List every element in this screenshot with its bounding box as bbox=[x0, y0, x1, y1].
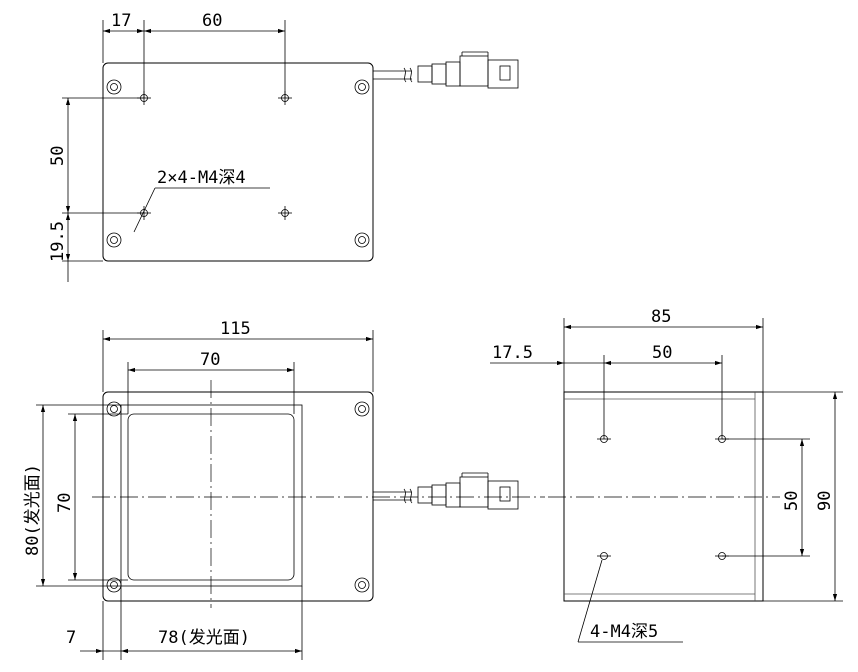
dim-70-horizontal: 70 bbox=[127, 350, 295, 414]
dim-50-side-label: 50 bbox=[652, 343, 672, 363]
dim-80-label: 80(发光面) bbox=[23, 464, 43, 556]
dim-115: 115 bbox=[102, 319, 374, 392]
dim-70-label: 70 bbox=[200, 350, 220, 370]
side-hole-callout-label: 4-M4深5 bbox=[590, 622, 658, 642]
dim-17-label: 17 bbox=[111, 11, 131, 31]
dim-80-vertical: 80(发光面) bbox=[23, 404, 121, 587]
dim-78-label: 78(发光面) bbox=[158, 628, 250, 648]
corner-hole-top-left bbox=[106, 79, 122, 95]
dim-17-5-50: 17.5 50 bbox=[490, 343, 723, 439]
hole-callout-label: 2×4-M4深4 bbox=[157, 168, 246, 188]
dim-7-label: 7 bbox=[66, 628, 76, 648]
dim-115-label: 115 bbox=[220, 319, 251, 339]
side-hole-3 bbox=[597, 552, 611, 560]
dim-19-5-label: 19.5 bbox=[48, 221, 68, 262]
dim-50-vertical-side-label: 50 bbox=[782, 491, 802, 511]
dim-90-label: 90 bbox=[815, 491, 835, 511]
corner-hole-bottom-right bbox=[354, 232, 370, 248]
dim-bottom: 7 78(发光面) bbox=[66, 586, 303, 660]
front-view-body bbox=[102, 391, 374, 602]
dim-17-5-label: 17.5 bbox=[492, 343, 533, 363]
dim-top-vertical: 50 19.5 bbox=[48, 97, 144, 282]
corner-hole-top-right bbox=[354, 79, 370, 95]
dim-70-vertical: 70 bbox=[55, 413, 128, 581]
dim-side-vertical-90: 90 bbox=[763, 391, 843, 602]
corner-hole-bottom-left bbox=[106, 232, 122, 248]
dim-50-label: 50 bbox=[48, 146, 68, 166]
side-hole-callout: 4-M4深5 bbox=[577, 559, 683, 643]
side-view-body bbox=[563, 391, 764, 602]
emitting-frame-outer bbox=[120, 404, 303, 587]
dim-85: 85 bbox=[563, 307, 764, 392]
dim-top-left: 17 60 bbox=[102, 11, 286, 98]
cable-connector-front bbox=[373, 472, 519, 510]
top-hole-callout: 2×4-M4深4 bbox=[133, 168, 270, 233]
side-view: 85 17.5 50 50 90 4- bbox=[490, 307, 843, 643]
dim-side-vertical-50: 50 bbox=[722, 438, 810, 557]
top-view: 17 60 50 19.5 2×4-M4深4 bbox=[48, 11, 519, 282]
dim-70-vertical-label: 70 bbox=[55, 493, 75, 513]
front-view: 115 70 80(发光面) 70 bbox=[23, 319, 545, 660]
cable-connector-top bbox=[373, 51, 519, 89]
dim-60-label: 60 bbox=[202, 11, 222, 31]
top-view-body bbox=[102, 62, 374, 262]
m4-hole-4 bbox=[278, 206, 292, 220]
dim-85-label: 85 bbox=[651, 307, 671, 327]
front-corner-holes bbox=[106, 401, 370, 593]
